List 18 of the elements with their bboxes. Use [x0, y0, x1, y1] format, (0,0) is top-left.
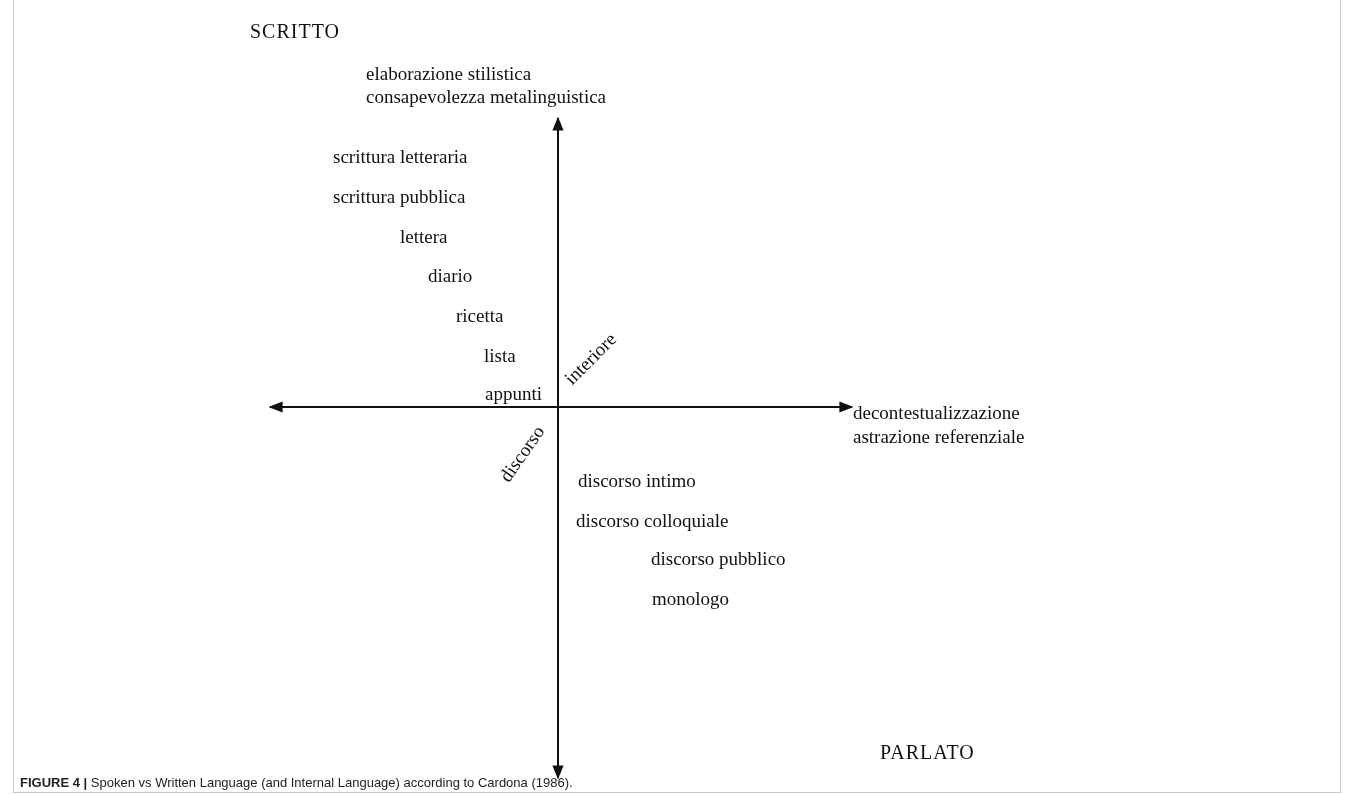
axis-label: appunti — [485, 384, 542, 403]
figure-caption: FIGURE 4 | Spoken vs Written Language (and Internal Language) according to Cardona (1986). — [20, 775, 573, 790]
axis-label: lettera — [400, 227, 448, 246]
axis-label: scrittura letteraria — [333, 147, 468, 166]
axis-label: discorso colloquiale — [576, 511, 729, 530]
axis-label: elaborazione stilistica — [366, 64, 532, 83]
axis-label: scrittura pubblica — [333, 187, 466, 206]
axis-label: discorso intimo — [578, 471, 696, 490]
pole-label: PARLATO — [880, 742, 975, 762]
axis-label: diario — [428, 266, 473, 285]
axis-label: monologo — [652, 589, 730, 608]
axis-label: consapevolezza metalinguistica — [366, 87, 607, 106]
axis-label: astrazione referenziale — [853, 427, 1025, 446]
axis-label: discorso pubblico — [651, 549, 786, 568]
axis-label: ricetta — [456, 306, 504, 325]
axis-label: decontestualizzazione — [853, 403, 1020, 422]
pole-label: SCRITTO — [250, 21, 340, 41]
axis-label: lista — [484, 346, 516, 365]
